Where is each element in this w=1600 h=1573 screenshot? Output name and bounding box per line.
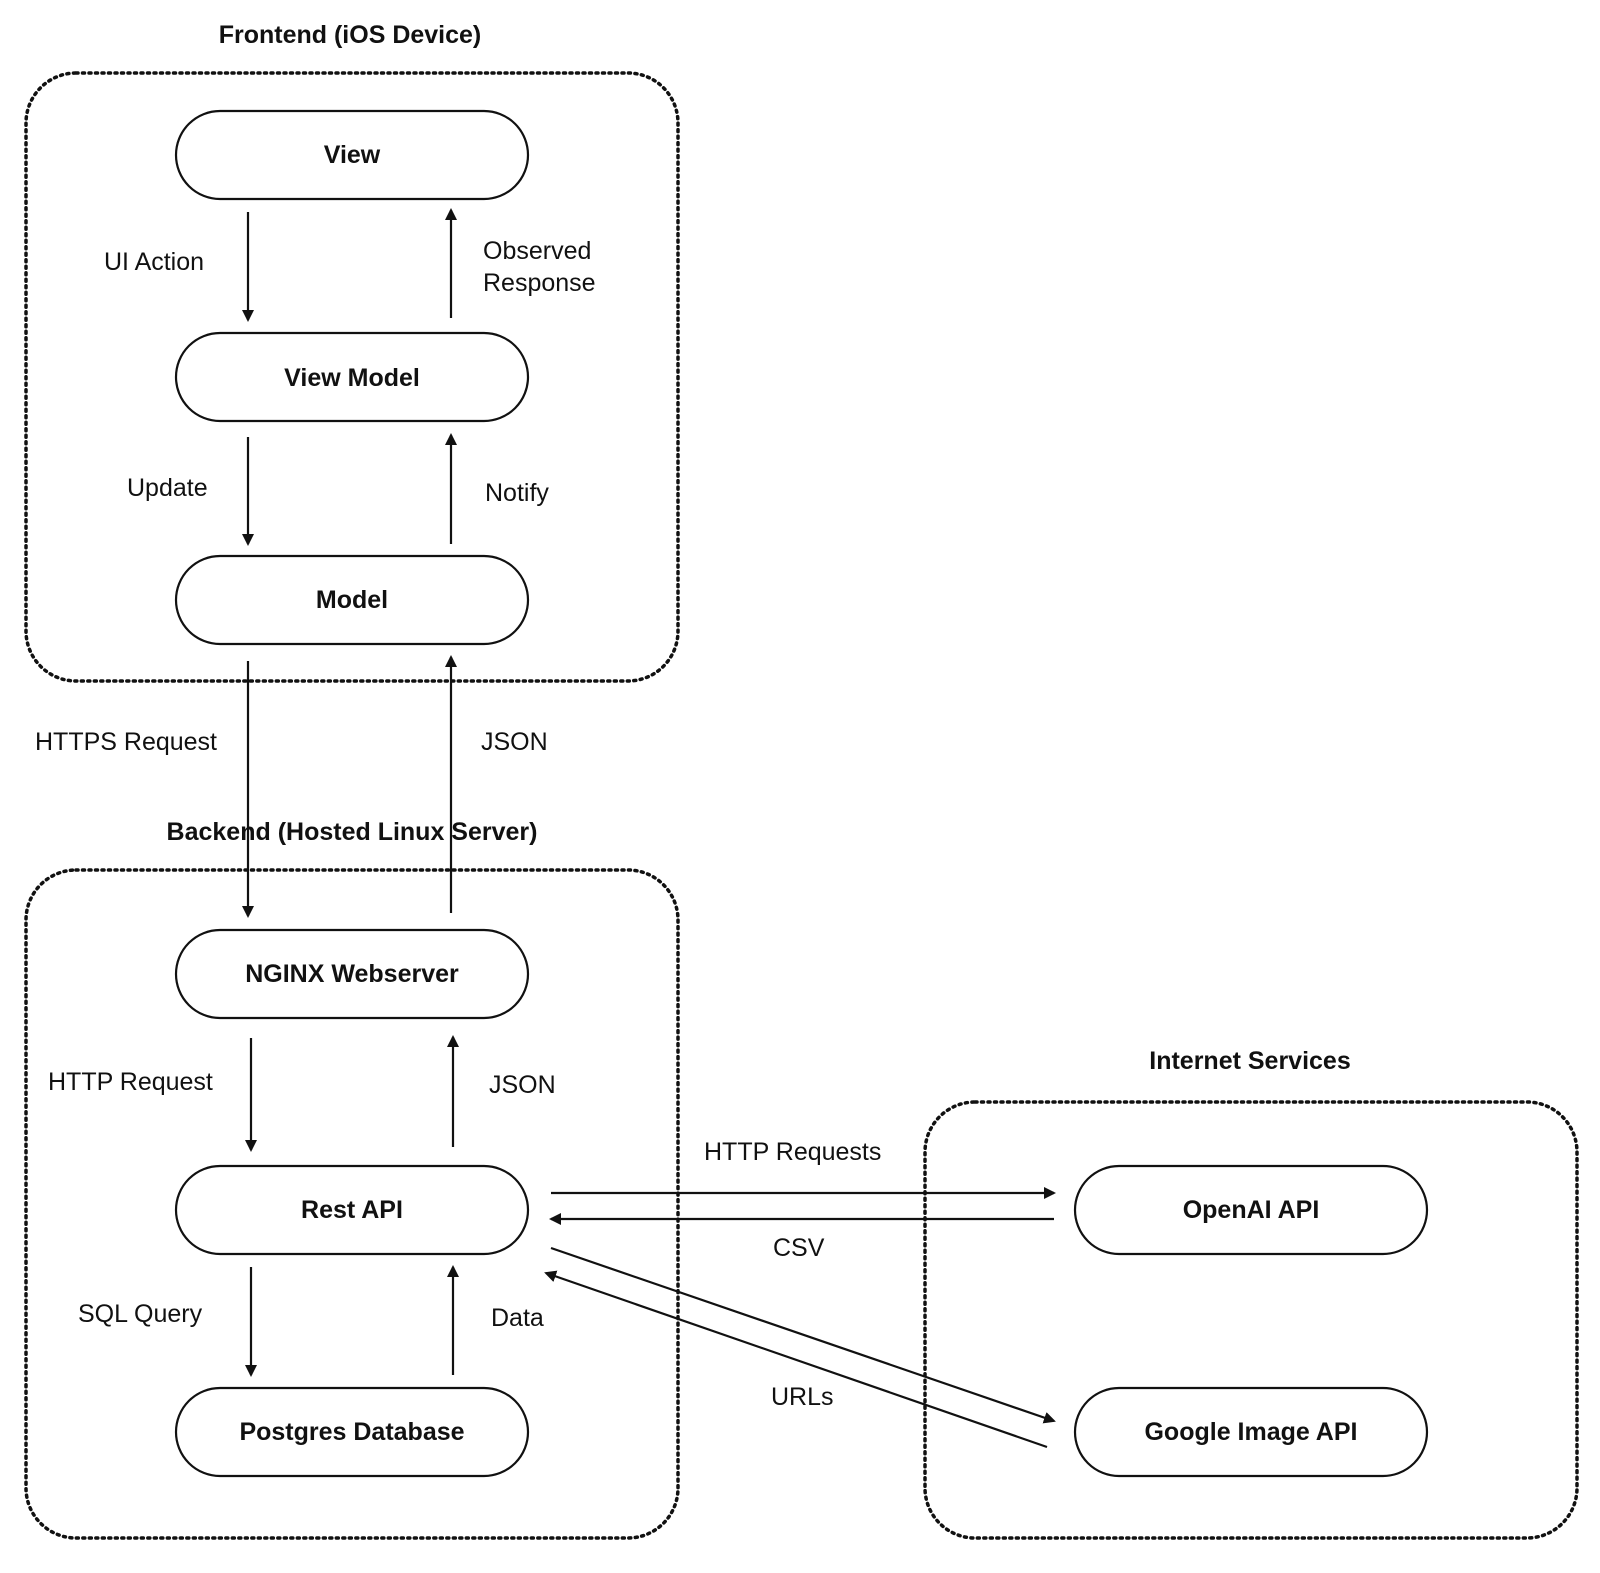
internet-services-group-title: Internet Services xyxy=(1149,1047,1351,1075)
update-label: Update xyxy=(127,474,208,502)
openai-api-node-label: OpenAI API xyxy=(1183,1196,1320,1224)
sql-query-label: SQL Query xyxy=(78,1300,203,1328)
observed-response-label-line2: Response xyxy=(483,269,596,297)
csv-label: CSV xyxy=(773,1234,825,1262)
postgres-database-node xyxy=(174,1386,530,1478)
https-request-label: HTTPS Request xyxy=(35,728,217,756)
data-label: Data xyxy=(491,1304,544,1332)
ui-action-label: UI Action xyxy=(104,248,204,276)
frontend-group-title: Frontend (iOS Device) xyxy=(219,21,482,49)
view-node-label: View xyxy=(324,141,381,169)
rest-api-node xyxy=(174,1164,530,1256)
openai-api-node xyxy=(1073,1164,1429,1256)
google-request-arrow xyxy=(550,1246,1056,1424)
internet-services-group-box xyxy=(923,1100,1579,1540)
http-request-label: HTTP Request xyxy=(48,1068,213,1096)
view-node xyxy=(174,109,530,201)
google-image-api-node xyxy=(1073,1386,1429,1478)
frontend-group-box xyxy=(24,71,680,683)
model-node xyxy=(174,554,530,646)
google-image-api-node-label: Google Image API xyxy=(1144,1418,1357,1446)
nginx-webserver-node-label: NGINX Webserver xyxy=(245,960,459,988)
json-label-backend: JSON xyxy=(489,1071,556,1099)
urls-label: URLs xyxy=(771,1383,834,1411)
view-model-node-label: View Model xyxy=(284,364,420,392)
json-label-frontend: JSON xyxy=(481,728,548,756)
view-model-node xyxy=(174,331,530,423)
backend-group-title: Backend (Hosted Linux Server) xyxy=(167,818,538,846)
notify-label: Notify xyxy=(485,479,549,507)
backend-group-box xyxy=(24,868,680,1540)
nginx-webserver-node xyxy=(174,928,530,1020)
http-requests-label: HTTP Requests xyxy=(704,1138,881,1166)
model-node-label: Model xyxy=(316,586,388,614)
rest-api-node-label: Rest API xyxy=(301,1196,403,1224)
postgres-database-node-label: Postgres Database xyxy=(239,1418,464,1446)
observed-response-label-line1: Observed xyxy=(483,237,591,265)
urls-response-arrow xyxy=(544,1270,1048,1449)
